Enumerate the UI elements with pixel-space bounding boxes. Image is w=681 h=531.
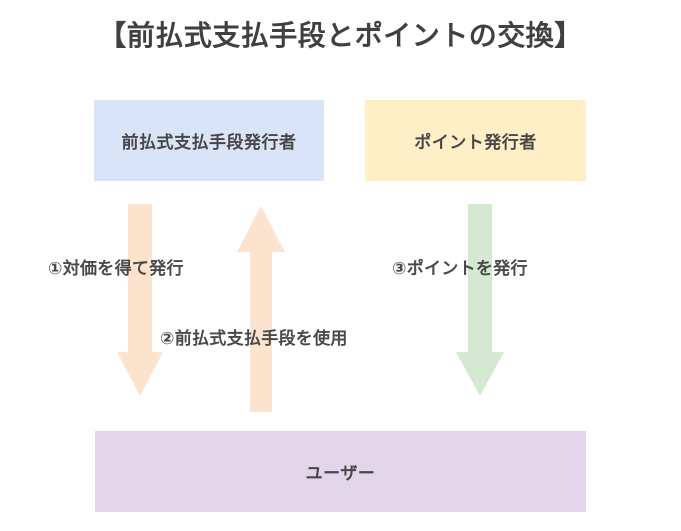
arrow-down-flow-1: [117, 204, 163, 396]
arrow-down-flow-3: [456, 204, 504, 396]
arrow-up-flow-2: [237, 206, 285, 412]
entity-box-point-issuer[interactable]: ポイント発行者: [365, 100, 586, 181]
entity-label-point-issuer: ポイント発行者: [414, 133, 537, 152]
flow-label-3: ③ポイントを発行: [392, 259, 528, 278]
entity-box-prepaid-issuer[interactable]: 前払式支払手段発行者: [94, 100, 324, 181]
entity-box-user[interactable]: ユーザー: [95, 431, 586, 512]
flow-label-1: ①対価を得て発行: [48, 259, 184, 278]
page-title: 【前払式支払手段とポイントの交換】: [98, 20, 583, 51]
entity-label-user: ユーザー: [305, 464, 376, 483]
entity-label-prepaid-issuer: 前払式支払手段発行者: [121, 133, 297, 152]
flow-label-2: ②前払式支払手段を使用: [160, 329, 348, 348]
